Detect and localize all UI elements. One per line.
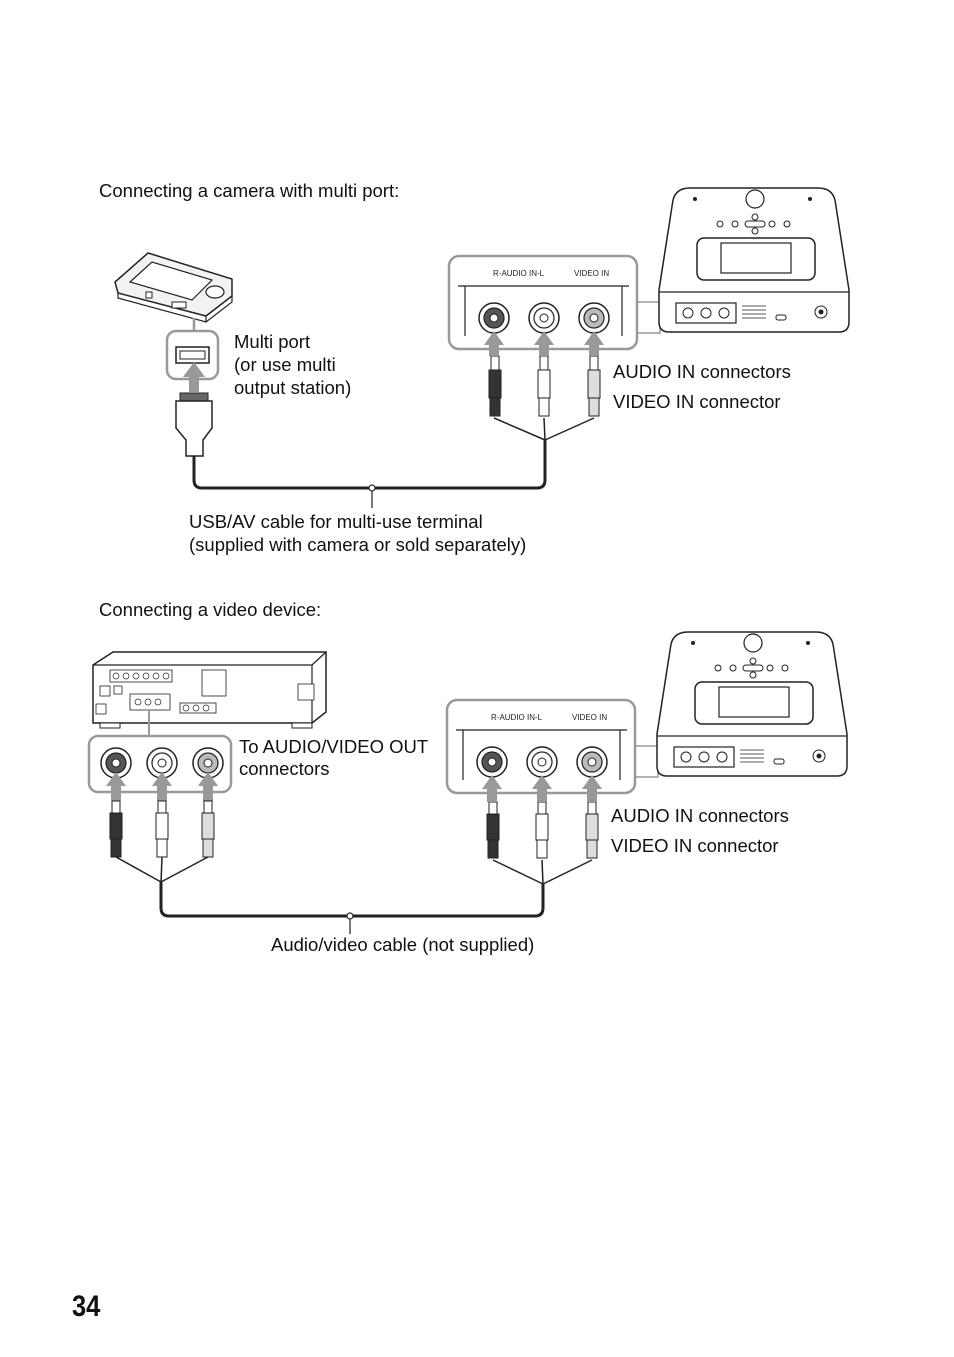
audio-video-cable xyxy=(159,882,545,918)
panel-audio-label: R-AUDIO IN-L xyxy=(493,269,545,278)
printer-device-1 xyxy=(658,187,850,333)
cable-label-1a: USB/AV cable for multi-use terminal xyxy=(189,511,483,532)
page-number: 34 xyxy=(72,1290,101,1323)
rca-plugs-left xyxy=(109,800,215,858)
out-label-2: connectors xyxy=(239,758,330,779)
multi-port-label-2: (or use multi xyxy=(234,354,336,375)
rca-plugs-right xyxy=(486,801,599,859)
multi-port-label-1: Multi port xyxy=(234,331,311,352)
rca-plug-yellow xyxy=(587,355,601,417)
printer-device-2 xyxy=(656,631,848,777)
audio-in-label-1: AUDIO IN connectors xyxy=(613,361,791,382)
video-in-label-1: VIDEO IN connector xyxy=(613,391,781,412)
section1-heading: Connecting a camera with multi port: xyxy=(99,180,400,201)
video-in-label-2: VIDEO IN connector xyxy=(611,835,779,856)
out-label-1: To AUDIO/VIDEO OUT xyxy=(239,736,429,757)
usb-av-cable xyxy=(192,440,547,490)
rca-plug-white xyxy=(537,355,551,417)
out-connectors-panel xyxy=(87,734,233,794)
arrow-up-icon xyxy=(106,772,218,801)
arrow-up-icon xyxy=(484,331,604,356)
panel-video-label: VIDEO IN xyxy=(574,269,609,278)
multi-connector-plug xyxy=(175,392,213,457)
panel-audio-label-2: R-AUDIO IN-L xyxy=(491,713,543,722)
rca-plug-red xyxy=(488,355,502,417)
audio-in-label-2: AUDIO IN connectors xyxy=(611,805,789,826)
panel-video-label-2: VIDEO IN xyxy=(572,713,607,722)
section2-heading: Connecting a video device: xyxy=(99,599,322,620)
multi-port-label-3: output station) xyxy=(234,377,352,398)
video-device-illustration xyxy=(92,651,327,729)
camera-illustration xyxy=(114,252,233,323)
arrow-up-icon xyxy=(482,775,602,802)
arrow-up-icon xyxy=(183,362,205,392)
cable-label-1b: (supplied with camera or sold separately… xyxy=(189,534,527,555)
cable-label-2: Audio/video cable (not supplied) xyxy=(271,934,535,955)
input-panel-2: R-AUDIO IN-L VIDEO IN xyxy=(445,698,637,795)
